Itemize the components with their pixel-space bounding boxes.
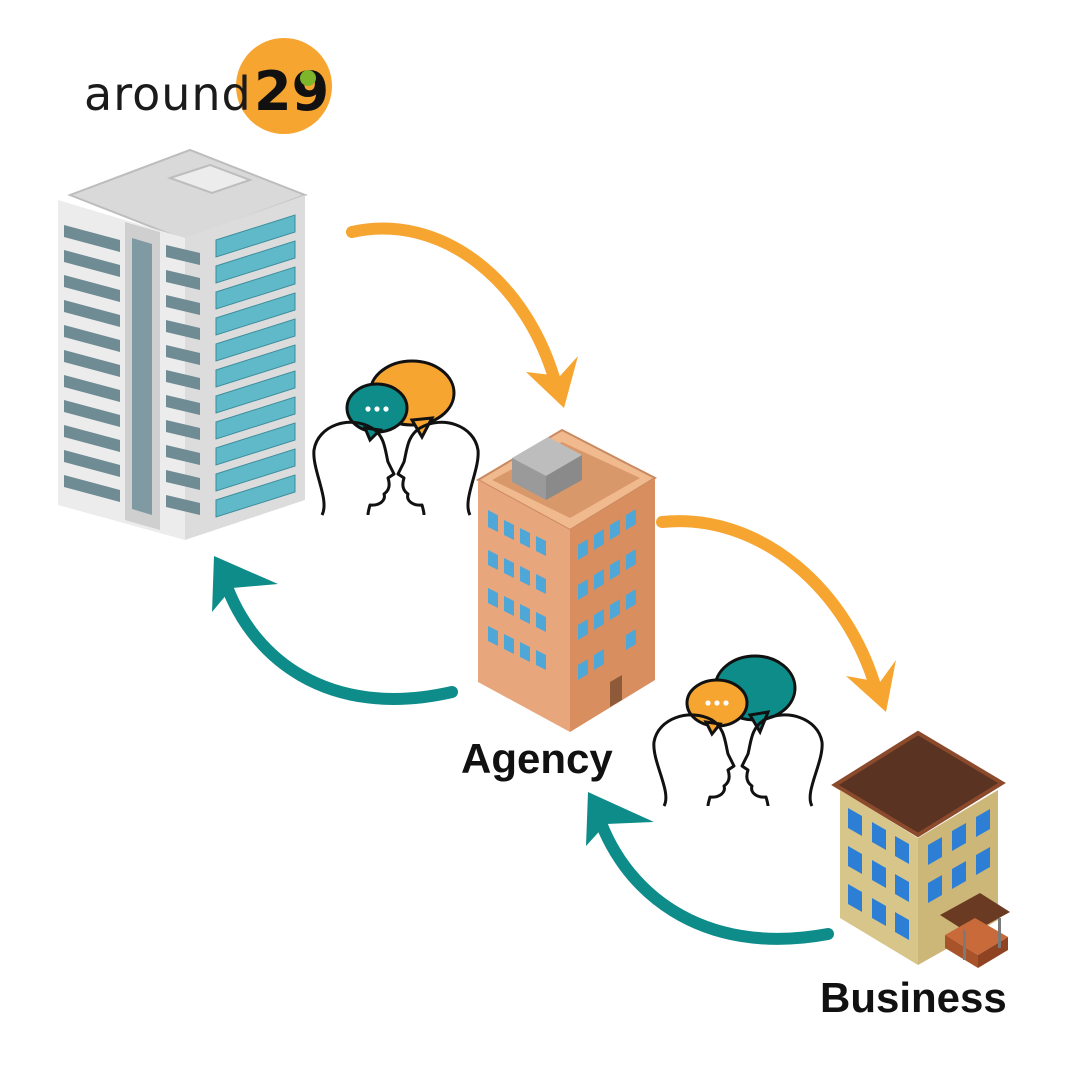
- logo-dot: [300, 70, 316, 86]
- corporate-tower-icon: [58, 148, 308, 540]
- conversation-heads-icon: [652, 654, 824, 807]
- arrow-agency-to-business: [656, 515, 896, 712]
- arrow-business-to-agency: [586, 792, 834, 945]
- arrow-corporate-to-agency: [346, 222, 578, 408]
- business-label: Business: [820, 974, 1007, 1021]
- logo-word: around: [84, 67, 252, 121]
- logo-number: 29: [254, 60, 329, 123]
- agency-building-icon: [475, 428, 658, 732]
- conversation-heads-icon: [312, 359, 480, 516]
- business-building-icon: [831, 730, 1010, 968]
- agency-label: Agency: [461, 735, 613, 782]
- logo-badge: [236, 38, 332, 134]
- logo: around 29: [84, 38, 332, 134]
- arrow-agency-to-corporate: [212, 556, 458, 705]
